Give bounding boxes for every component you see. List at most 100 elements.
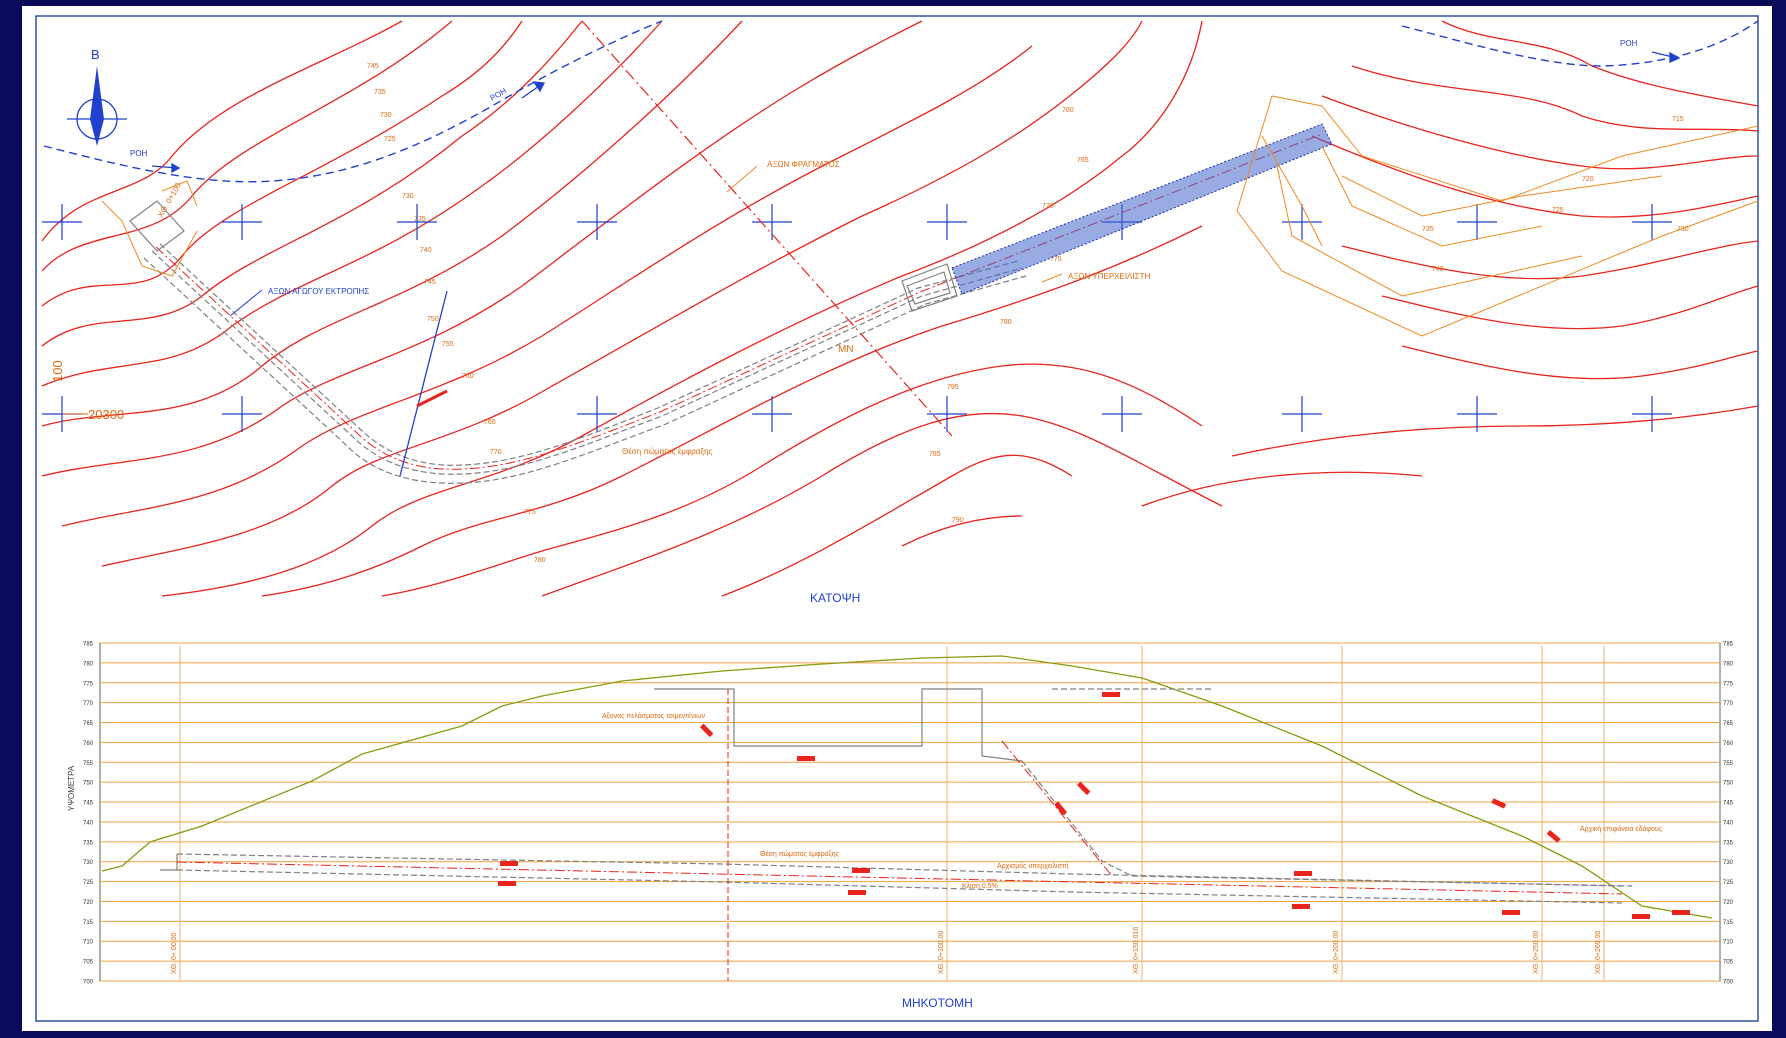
contour-label: 730 [380, 112, 392, 119]
grid-cross [927, 204, 967, 240]
chainage-label: ΧΘ. 0+250.00 [1533, 930, 1540, 974]
contour-label: 780 [534, 557, 546, 564]
level-tick-label: 710 [83, 940, 94, 946]
contour-label: 760 [462, 373, 474, 380]
contour-label: 795 [947, 384, 959, 391]
contour-lines [41, 20, 1759, 597]
spillway-box [901, 263, 958, 312]
level-tick-label: 785 [1723, 642, 1734, 648]
contour-line [41, 20, 403, 242]
diversion-axis-label: ΑΞΩΝ ΑΓΩΓΟΥ ΕΚΤΡΟΠΗΣ [268, 287, 369, 296]
contour-line [541, 412, 1223, 597]
conduit-edge [143, 257, 1027, 484]
engineering-drawing: 745 735 730 725 730 735 740 745 750 755 … [35, 15, 1759, 1022]
pipe-axis-note: Αξονας πελάσματος τσιμεντένιων [602, 712, 706, 720]
level-tick-label: 740 [83, 820, 94, 826]
level-tick-label: 770 [83, 701, 94, 707]
contour-label: 730 [1677, 226, 1689, 233]
marker [1546, 829, 1561, 843]
contour-line [261, 225, 1203, 597]
level-tick-label: 765 [83, 721, 94, 727]
flow-label: ΡΟΗ [489, 86, 509, 103]
level-tick-label: 715 [83, 920, 94, 926]
level-tick-label: 725 [83, 880, 94, 886]
contour-label: 780 [1000, 319, 1012, 326]
grid-cross [397, 204, 437, 240]
diversion-conduit [143, 243, 1027, 484]
contour-line [1311, 135, 1759, 218]
marker [500, 861, 518, 866]
contour-label: 735 [374, 89, 386, 96]
grid-cross [927, 396, 967, 432]
conduit-inlet [160, 854, 178, 871]
conduit-top [176, 853, 1623, 887]
conduit-bottom [176, 869, 1623, 904]
north-label: Β [91, 47, 100, 62]
contour-label: 720 [1582, 176, 1594, 183]
dam-axis-label: ΑΞΩΝ ΦΡΑΓΜΑΤΟΣ [767, 160, 840, 169]
grid-cross [1282, 396, 1322, 432]
slope-hatch [1261, 135, 1323, 247]
flow-arrow-icon [532, 81, 546, 93]
dam-axis-leader [726, 165, 758, 193]
level-tick-label: 780 [83, 661, 94, 667]
dam-crest-structure [654, 688, 1023, 762]
level-tick-label: 745 [83, 801, 94, 807]
grid-cross [222, 204, 262, 240]
level-tick-label: 725 [1723, 880, 1734, 886]
level-tick-label: 780 [1723, 661, 1734, 667]
spillway-chute-edge [951, 123, 1333, 295]
contour-label: 770 [1042, 203, 1054, 210]
contour-line [1351, 65, 1759, 132]
grid-x-label: 100 [50, 360, 65, 382]
inlet-slopes [101, 180, 198, 277]
marker [1102, 692, 1120, 697]
contour-label: 715 [1672, 116, 1684, 123]
marker [1632, 914, 1650, 919]
chainage-label: ΧΘ. 0+100.00 [938, 930, 945, 974]
flow-labels: ΡΟΗ ΡΟΗ ΡΟΗ [130, 39, 1638, 158]
survey-line [399, 290, 448, 477]
profile-markers [498, 692, 1690, 919]
slope-hatch [1321, 145, 1543, 247]
plan-view: 745 735 730 725 730 735 740 745 750 755 … [41, 20, 1759, 597]
profile-title: ΜΗΚΟΤΟΜΗ [902, 996, 973, 1010]
conduit-edge [159, 243, 1019, 466]
drawing-sheet: 745 735 730 725 730 735 740 745 750 755 … [22, 6, 1772, 1031]
spillway-start-note: Αρχισμός υπερχειλιστή [997, 862, 1069, 870]
chainage-label: ΧΘ. 0+269.00 [1595, 930, 1602, 974]
flow-label: ΡΟΗ [1620, 39, 1638, 48]
contour-label: 745 [367, 63, 379, 70]
diversion-axis-leader [229, 289, 263, 317]
slope-outline [1271, 95, 1759, 202]
flow-arrow-icon [1669, 51, 1681, 64]
level-tick-label: 730 [83, 860, 94, 866]
conduit-edge [151, 250, 1023, 475]
flow-arrows [151, 51, 1681, 174]
contour-label: 735 [1422, 226, 1434, 233]
contour-line [901, 515, 1023, 547]
level-tick-label: 750 [1723, 781, 1734, 787]
contour-line [61, 45, 1033, 527]
spillway-profile [1021, 760, 1633, 887]
contour-label: 770 [490, 449, 502, 456]
marker [1292, 904, 1310, 909]
conduit-axis-profile [176, 861, 1623, 895]
north-arrow-icon: Β [67, 47, 127, 146]
spillway-axis-label: ΑΞΩΝ ΥΠΕΡΧΕΙΛΙΣΤΗ [1068, 272, 1150, 281]
profile-frame [99, 642, 1721, 982]
contour-line [1441, 20, 1759, 107]
level-tick-label: 750 [83, 781, 94, 787]
grid-cross [577, 204, 617, 240]
grid-cross [1632, 204, 1672, 240]
ground-note: Αρχική επιφάνεια εδάφους [1580, 825, 1663, 833]
marker [852, 868, 870, 873]
contour-line [1321, 95, 1759, 170]
profile-y-axis-label: ΥΨΟΜΕΤΡΑ [67, 765, 76, 811]
grid-cross [1457, 396, 1497, 432]
grid-cross [752, 396, 792, 432]
marker [848, 890, 866, 895]
slope-outline [1236, 95, 1759, 337]
contour-label: 735 [414, 216, 426, 223]
